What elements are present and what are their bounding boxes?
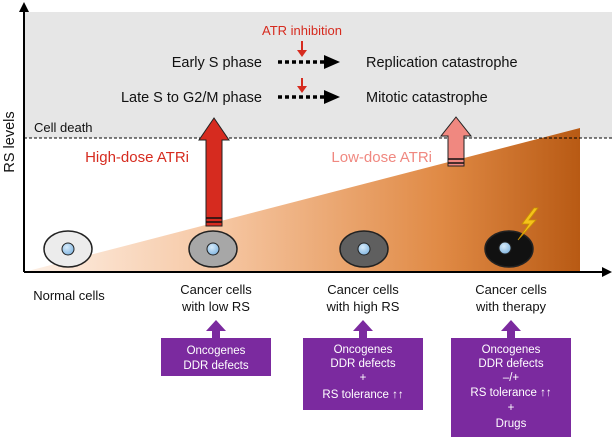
box-high-rs-group: Oncogenes DDR defects + RS tolerance ↑↑ xyxy=(303,320,423,410)
label-high-rs-line2: with high RS xyxy=(326,299,400,314)
y-axis-arrowhead xyxy=(19,2,29,12)
y-axis-label: RS levels xyxy=(2,111,18,172)
label-high-rs-line1: Cancer cells xyxy=(327,282,399,297)
box-therapy-line3: –/+ xyxy=(503,372,520,384)
box-high-rs xyxy=(303,338,423,410)
dotted-arrowhead-2 xyxy=(324,90,340,104)
label-therapy-line1: Cancer cells xyxy=(475,282,547,297)
box-high-rs-line2: DDR defects xyxy=(330,358,395,370)
outcome-replication-catastrophe: Replication catastrophe xyxy=(366,55,518,71)
box-therapy-line1: Oncogenes xyxy=(482,344,541,356)
high-dose-label: High-dose ATRi xyxy=(85,149,189,166)
phase-early-s: Early S phase xyxy=(172,55,262,71)
box-therapy-line4: RS tolerance ↑↑ xyxy=(470,387,551,399)
low-dose-label: Low-dose ATRi xyxy=(331,149,432,166)
x-axis-arrowhead xyxy=(602,267,612,277)
box-therapy-line6: Drugs xyxy=(496,418,527,430)
label-therapy-line2: with therapy xyxy=(475,299,547,314)
label-low-rs-line2: with low RS xyxy=(181,299,250,314)
phase-late-s-g2m: Late S to G2/M phase xyxy=(121,90,262,106)
outcome-mitotic-catastrophe: Mitotic catastrophe xyxy=(366,90,488,106)
high-rs-band xyxy=(24,12,612,138)
box-therapy-line5: + xyxy=(508,402,515,414)
dotted-arrowhead-1 xyxy=(324,55,340,69)
cell-low-rs xyxy=(188,230,238,268)
box-low-rs-line2: DDR defects xyxy=(183,360,248,372)
lightning-icon xyxy=(517,207,539,241)
inhibition-arrowhead-1 xyxy=(297,50,307,57)
cell-high-rs xyxy=(339,230,389,268)
cell-normal xyxy=(43,230,93,268)
cell-death-label: Cell death xyxy=(34,120,93,135)
inhibition-arrowhead-2 xyxy=(297,86,307,93)
box-low-rs xyxy=(161,338,271,376)
box-high-rs-line3: + xyxy=(360,372,367,384)
cell-therapy xyxy=(484,230,534,268)
up-arrow-high-rs xyxy=(353,320,373,338)
box-high-rs-line1: Oncogenes xyxy=(334,344,393,356)
label-low-rs-line1: Cancer cells xyxy=(180,282,252,297)
rs-ramp xyxy=(24,128,580,272)
label-normal-cells: Normal cells xyxy=(33,288,105,303)
box-high-rs-line4: RS tolerance ↑↑ xyxy=(322,389,403,401)
atr-inhibition-label: ATR inhibition xyxy=(262,23,342,38)
low-dose-arrow xyxy=(439,116,473,167)
box-therapy-line2: DDR defects xyxy=(478,358,543,370)
box-therapy xyxy=(451,338,571,437)
up-arrow-low-rs xyxy=(206,320,226,338)
box-therapy-group: Oncogenes DDR defects –/+ RS tolerance ↑… xyxy=(451,320,571,437)
high-dose-arrow xyxy=(198,117,230,227)
up-arrow-therapy xyxy=(501,320,521,338)
box-low-rs-line1: Oncogenes xyxy=(187,345,246,357)
box-low-rs-group: Oncogenes DDR defects xyxy=(161,320,271,376)
